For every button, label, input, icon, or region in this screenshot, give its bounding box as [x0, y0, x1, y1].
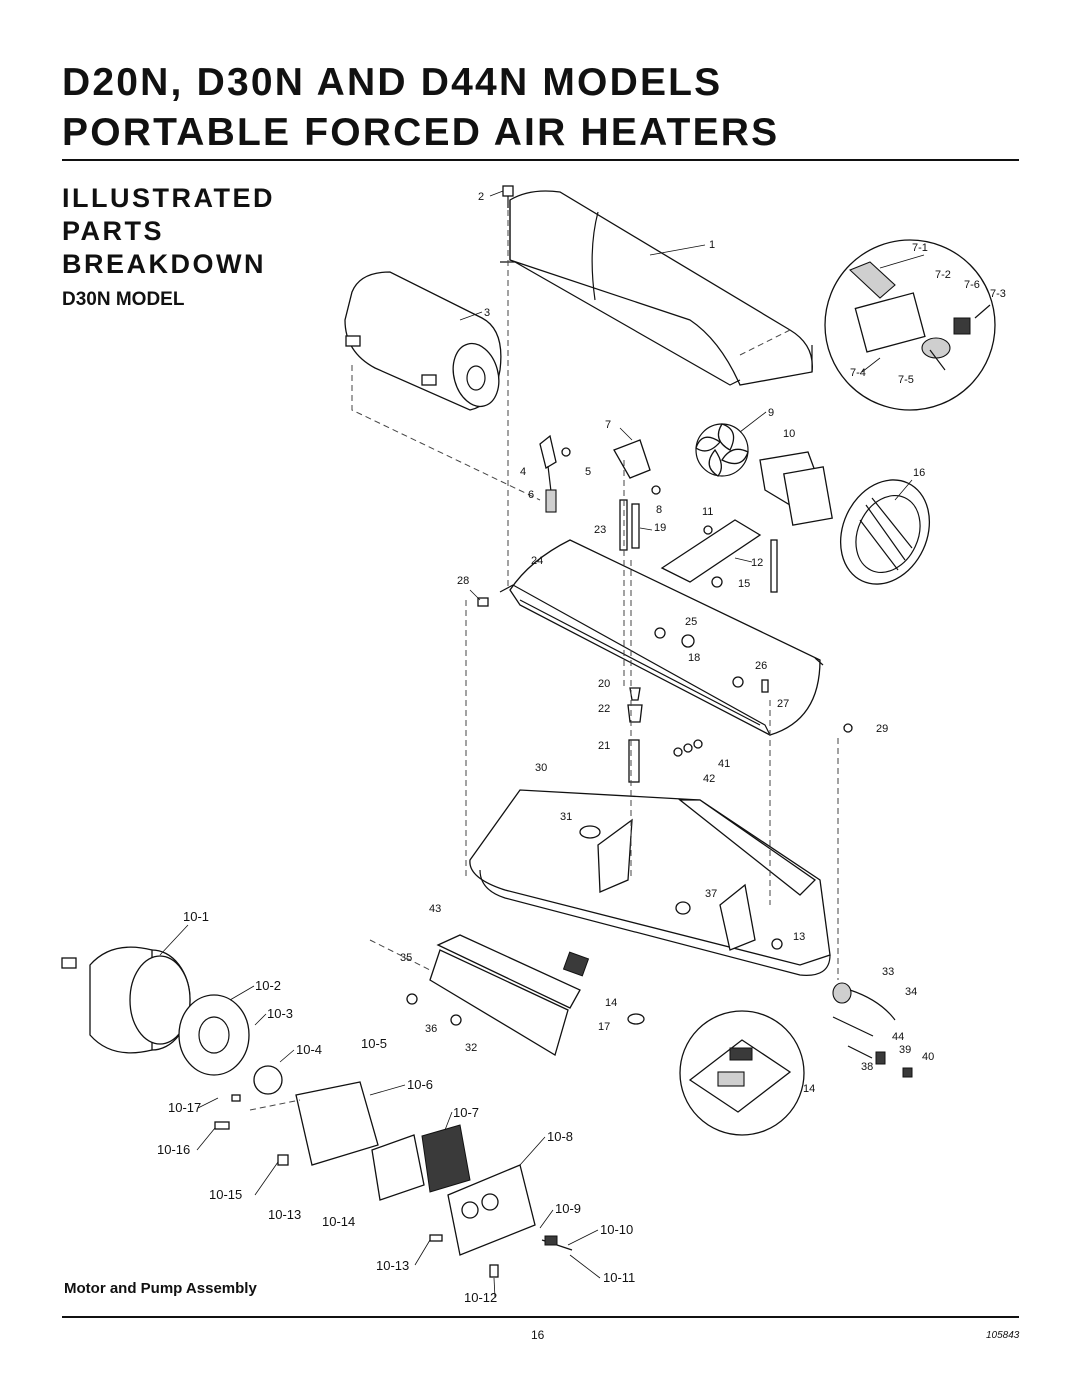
part-label: 40: [922, 1051, 934, 1063]
part-label: 8: [656, 504, 662, 516]
part-label: 7-5: [898, 374, 914, 386]
part-label: 10-11: [603, 1270, 635, 1285]
page-title: D20N, D30N AND D44N MODELS PORTABLE FORC…: [62, 58, 779, 158]
part-label: 17: [598, 1021, 610, 1033]
part-label: 10-13: [376, 1258, 409, 1273]
control-panel-drawing: [406, 934, 645, 1056]
section-heading: ILLUSTRATED PARTS BREAKDOWN: [62, 182, 275, 281]
fuel-tank-drawing: [469, 789, 831, 976]
part-labels: 2 1 3 7-1 7-2 7-6 7-3 7-4 7-5 7 9 10 4 5…: [157, 191, 1006, 1305]
part-label: 10-10: [600, 1222, 633, 1237]
part-label: 12: [751, 557, 763, 569]
bracket-drawing: [613, 439, 661, 495]
part-label: 10-15: [209, 1187, 242, 1202]
part-label: 10-5: [361, 1036, 387, 1051]
part-label: 10-17: [168, 1100, 201, 1115]
section-line-2: PARTS: [62, 216, 165, 246]
model-heading: D30N MODEL: [62, 289, 185, 310]
part-label: 27: [777, 698, 789, 710]
part-label: 31: [560, 811, 572, 823]
part-label: 14: [605, 997, 617, 1009]
part-label: 15: [738, 578, 750, 590]
part-label: 20: [598, 678, 610, 690]
part-label: 36: [425, 1023, 437, 1035]
part-label: 19: [654, 522, 666, 534]
part-label: 7-2: [935, 269, 951, 281]
part-label: 10-2: [255, 978, 281, 993]
part-label: 10-16: [157, 1142, 190, 1157]
part-label: 16: [913, 467, 925, 479]
part-label: 43: [429, 903, 441, 915]
part-label: 10-14: [322, 1214, 355, 1229]
part-label: 10-4: [296, 1042, 322, 1057]
part-label: 7-3: [990, 288, 1006, 300]
part-label: 26: [755, 660, 767, 672]
leader-lines: [159, 190, 925, 1299]
part-label: 22: [598, 703, 610, 715]
part-label: 35: [400, 952, 412, 964]
title-line-2: PORTABLE FORCED AIR HEATERS: [62, 111, 780, 154]
part-label: 9: [768, 407, 774, 419]
circuit-board-inset-drawing: [679, 1010, 805, 1136]
part-label: 32: [465, 1042, 477, 1054]
part-label: 34: [905, 986, 917, 998]
page-number: 16: [531, 1328, 545, 1342]
part-label: 7-6: [964, 279, 980, 291]
title-line-1: D20N, D30N AND D44N MODELS: [62, 61, 723, 104]
part-label: 10-13: [268, 1207, 301, 1222]
part-label: 29: [876, 723, 888, 735]
part-label: 28: [457, 575, 469, 587]
header-rule: [62, 159, 1019, 161]
part-label: 4: [520, 466, 526, 478]
motor-pump-drawing: [61, 946, 573, 1278]
part-label: 2: [478, 191, 484, 203]
part-label: 21: [598, 740, 610, 752]
part-label: 30: [535, 762, 547, 774]
part-label: 1: [709, 239, 715, 251]
combustion-chamber-drawing: [344, 271, 502, 411]
lower-shell-drawing: [477, 539, 853, 736]
footer-rule: [62, 1316, 1019, 1318]
part-label: 10-7: [453, 1105, 479, 1120]
part-label: 11: [702, 506, 713, 518]
nozzle-drawing: [627, 687, 703, 783]
part-label: 3: [484, 307, 490, 319]
part-label: 18: [688, 652, 700, 664]
part-label: 10-9: [555, 1201, 581, 1216]
part-label: 5: [585, 466, 591, 478]
part-label: 10-12: [464, 1290, 497, 1305]
section-line-1: ILLUSTRATED: [62, 183, 275, 213]
part-label: 7: [605, 419, 611, 431]
assembly-caption: Motor and Pump Assembly: [64, 1280, 257, 1297]
part-label: 42: [703, 773, 715, 785]
part-label: 10-6: [407, 1077, 433, 1092]
part-label: 7-4: [850, 367, 866, 379]
part-label: 23: [594, 524, 606, 536]
part-label: 33: [882, 966, 894, 978]
part-label: 25: [685, 616, 697, 628]
document-number: 105843: [986, 1330, 1020, 1341]
part-label: 10: [783, 428, 795, 440]
thermostat-cord-drawing: [832, 982, 913, 1078]
part-label: 41: [718, 758, 730, 770]
part-label: 13: [793, 931, 805, 943]
fan-motor-drawing: [695, 423, 931, 585]
part-label: 14: [803, 1083, 815, 1095]
part-label: 38: [861, 1061, 873, 1073]
part-label: 10-1: [183, 909, 209, 924]
explode-lines: [249, 210, 839, 1111]
section-line-3: BREAKDOWN: [62, 249, 266, 279]
part-label: 10-3: [267, 1006, 293, 1021]
photocell-drawing: [539, 434, 571, 513]
part-label: 7-1: [912, 242, 928, 254]
part-label: 24: [531, 555, 543, 567]
part-label: 37: [705, 888, 717, 900]
part-label: 6: [528, 489, 534, 501]
upper-shell-drawing: [500, 190, 813, 386]
part-label: 39: [899, 1044, 911, 1056]
part-label: 10-8: [547, 1129, 573, 1144]
part-label: 44: [892, 1031, 904, 1043]
